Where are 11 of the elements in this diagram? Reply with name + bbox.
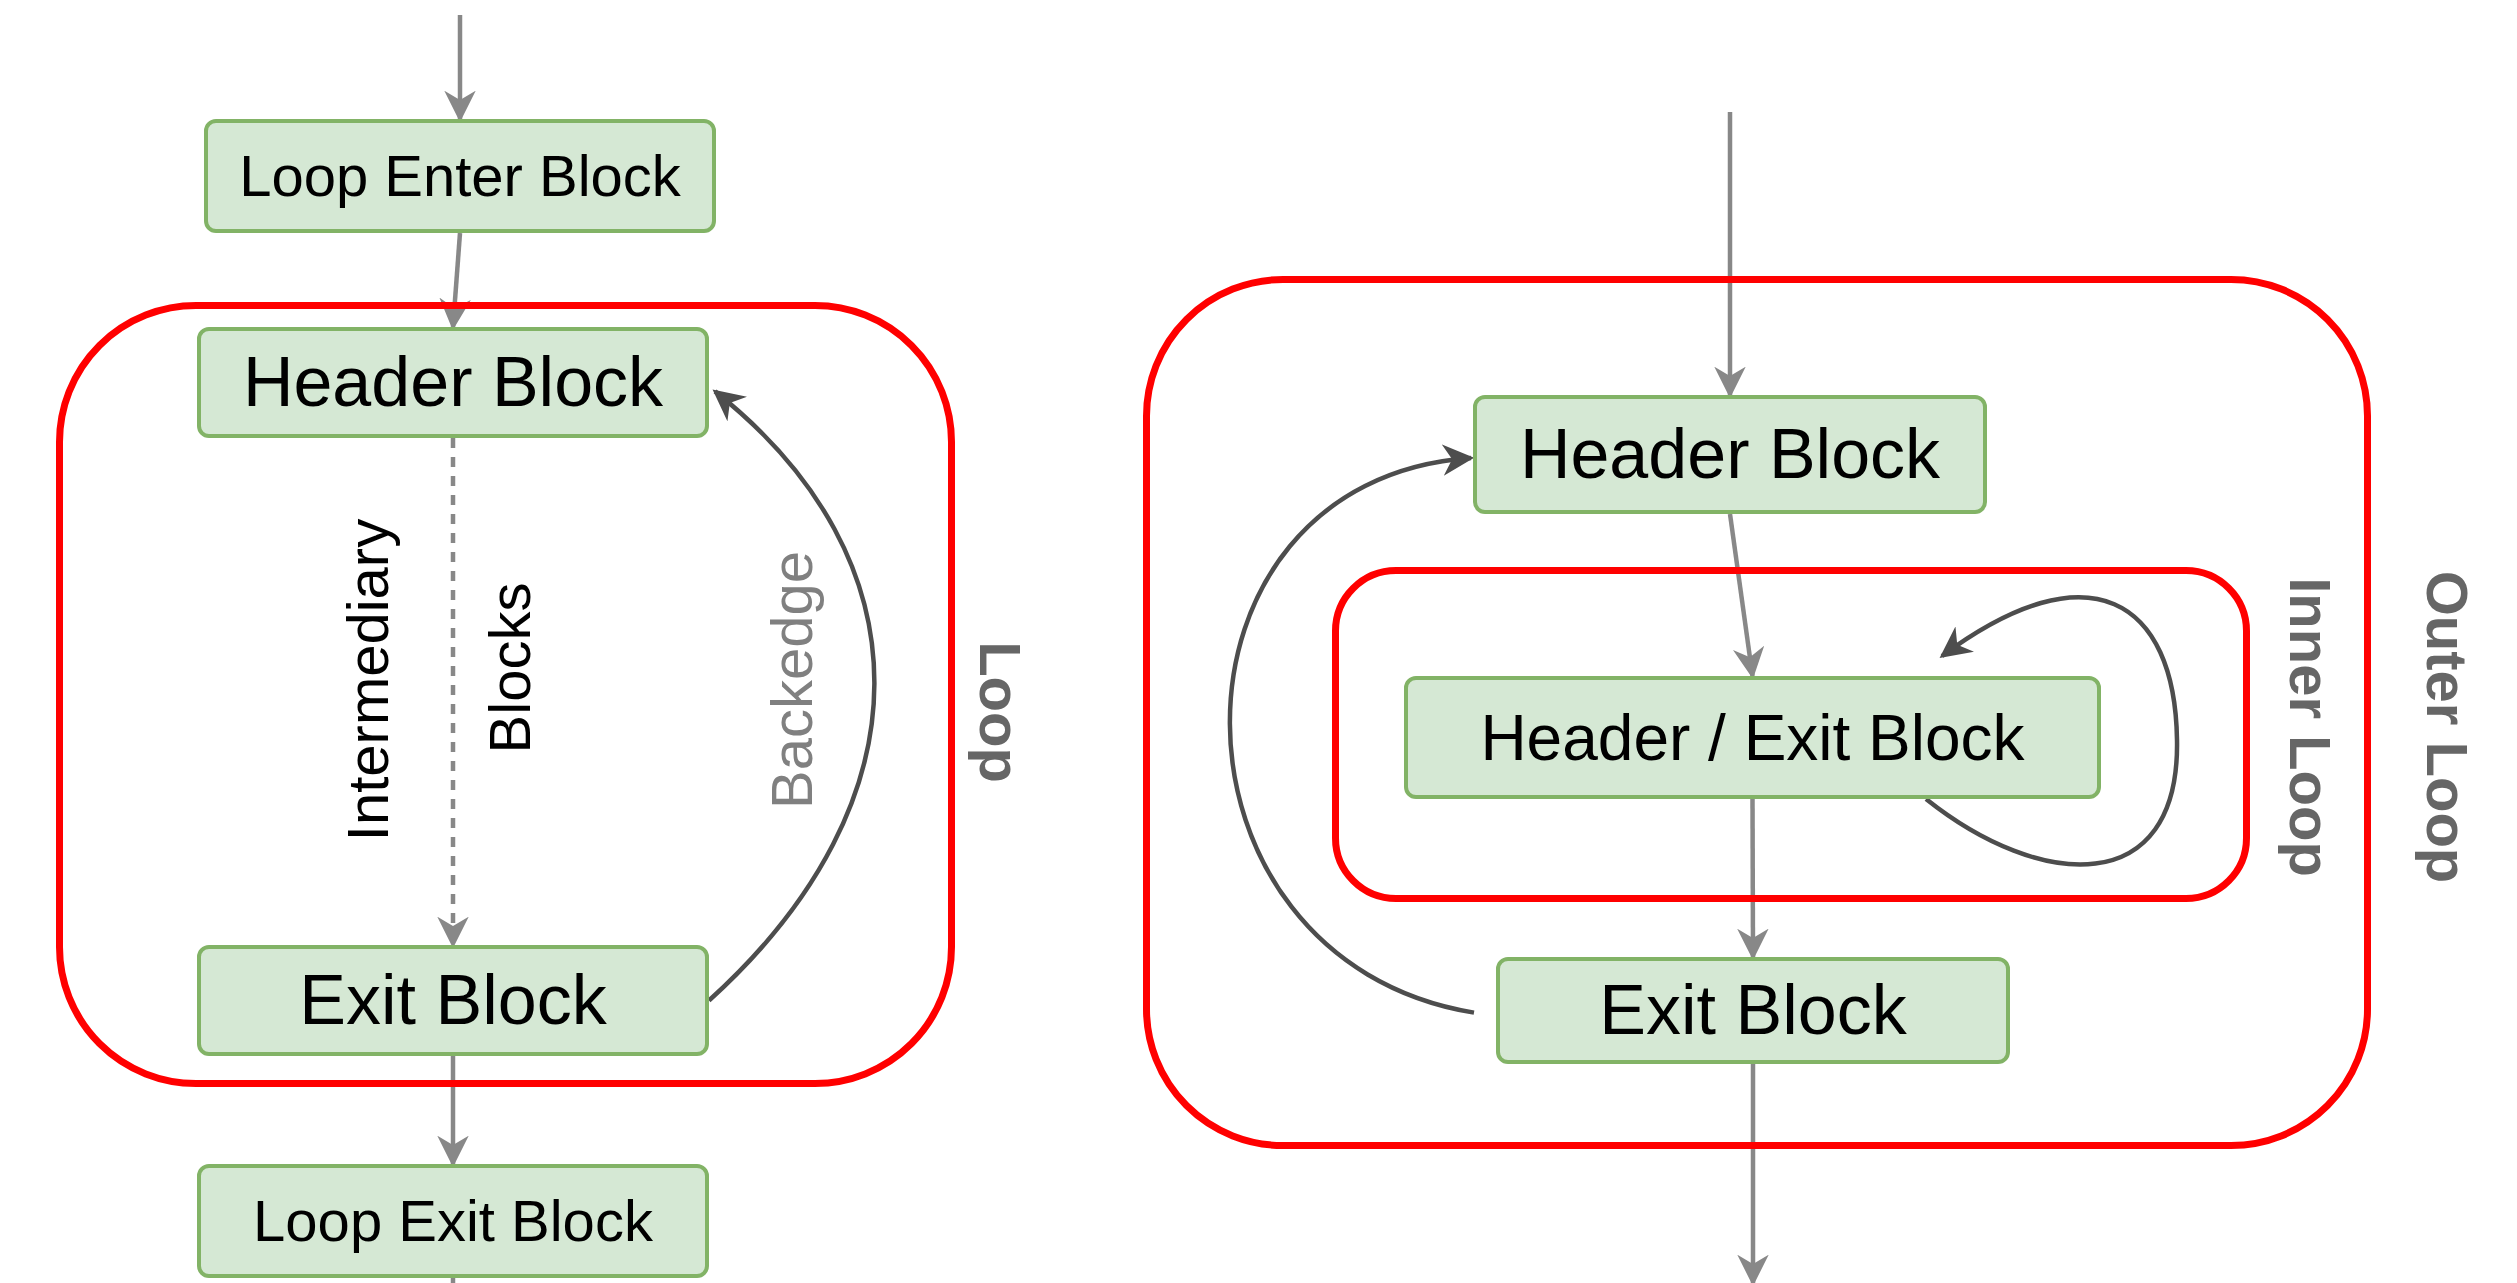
arrow (707, 389, 877, 1003)
arrow (1737, 1064, 1769, 1283)
process-box: Header / Exit Block (1404, 676, 2101, 799)
process-box: Loop Exit Block (197, 1164, 709, 1278)
arrow (1924, 595, 2180, 867)
side-label: Blocks (481, 582, 539, 754)
process-box: Loop Enter Block (204, 119, 716, 233)
process-box: Header Block (197, 327, 709, 438)
process-box: Header Block (1473, 395, 1987, 514)
process-box: Exit Block (1496, 957, 2010, 1064)
process-box: Exit Block (197, 945, 709, 1056)
